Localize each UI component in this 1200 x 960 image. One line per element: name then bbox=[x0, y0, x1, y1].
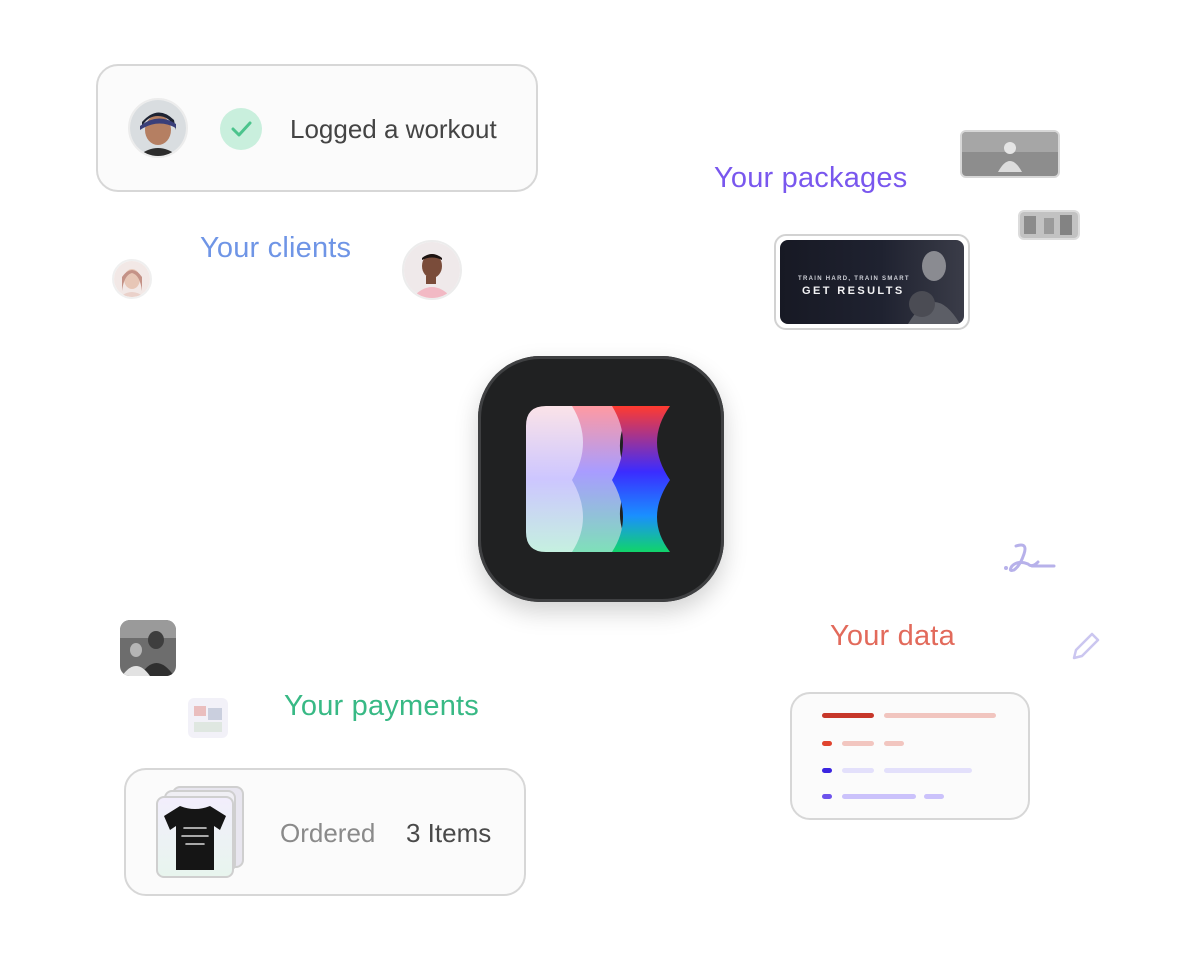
pencil-icon[interactable] bbox=[1068, 630, 1102, 664]
data-bar bbox=[884, 713, 996, 718]
data-bar bbox=[822, 794, 832, 799]
package-thumbnail[interactable] bbox=[1018, 210, 1080, 240]
workout-activity-card[interactable]: Logged a workout bbox=[96, 64, 538, 192]
packages-heading: Your packages bbox=[714, 162, 908, 194]
package-banner-title: GET RESULTS bbox=[802, 285, 905, 297]
order-status: Ordered bbox=[280, 818, 376, 848]
data-summary-card[interactable] bbox=[790, 692, 1030, 820]
data-bar bbox=[822, 741, 832, 746]
clients-heading: Your clients bbox=[200, 232, 352, 264]
data-bar bbox=[842, 741, 874, 746]
data-bar bbox=[842, 794, 916, 799]
product-image bbox=[156, 796, 234, 878]
data-bar bbox=[924, 794, 944, 799]
check-icon bbox=[220, 108, 262, 150]
data-bar bbox=[884, 768, 972, 773]
activity-text: Logged a workout bbox=[290, 114, 497, 144]
athlete-image bbox=[908, 251, 960, 324]
package-banner-subtitle: TRAIN HARD, TRAIN SMART bbox=[798, 276, 910, 282]
client-photo[interactable] bbox=[120, 620, 176, 676]
client-avatar-large[interactable] bbox=[402, 240, 462, 300]
data-heading: Your data bbox=[830, 620, 955, 652]
product-stack bbox=[154, 786, 254, 882]
payments-heading: Your payments bbox=[284, 690, 479, 722]
package-card[interactable]: TRAIN HARD, TRAIN SMART GET RESULTS bbox=[774, 234, 970, 330]
client-avatar-small[interactable] bbox=[112, 259, 152, 299]
data-bar bbox=[842, 768, 874, 773]
order-card[interactable]: Ordered 3 Items bbox=[124, 768, 526, 896]
data-bar bbox=[822, 713, 874, 718]
order-item-count: 3 Items bbox=[406, 818, 492, 848]
payment-thumbnail[interactable] bbox=[188, 698, 228, 738]
data-bar bbox=[884, 741, 904, 746]
client-avatar bbox=[128, 98, 188, 158]
app-logo-icon[interactable] bbox=[478, 356, 724, 602]
package-thumbnail[interactable] bbox=[960, 130, 1060, 178]
signature-icon bbox=[1002, 540, 1058, 578]
data-bar bbox=[822, 768, 832, 773]
